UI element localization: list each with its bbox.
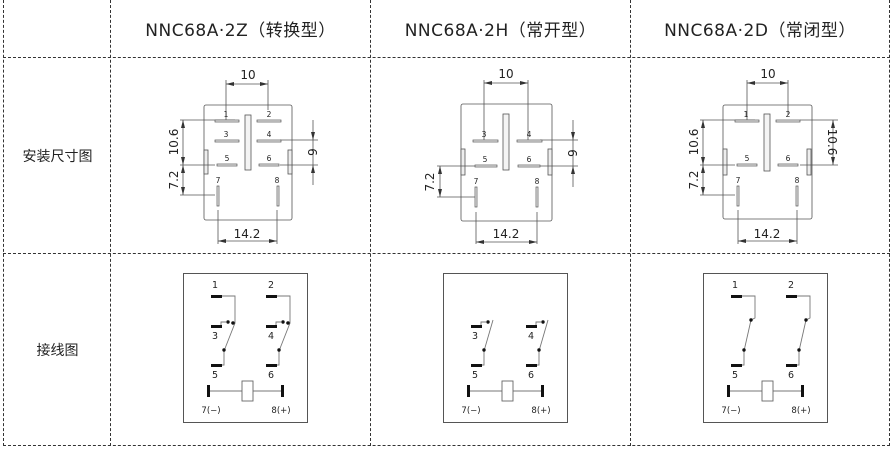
wiring-pin-label: 5 [212,370,218,381]
wiring-diagram-2z: 1 2 3 4 5 6 7(−) 8(+) [183,273,308,423]
dimension-diagram-2d: 1 2 5 6 7 8 10 14.2 10.6 7.2 10.6 [687,67,839,244]
table-divider-col2 [370,0,371,446]
dim-top: 10 [498,67,513,81]
wiring-pin-label: 6 [788,370,794,381]
wiring-pin-label: 1 [732,280,738,291]
row-label-mounting-dimensions: 安装尺寸图 [22,148,93,165]
dimension-diagram-2z: 1 2 3 4 5 6 7 8 10 14.2 10.6 7.2 6 [167,68,319,244]
pin-label: 5 [225,154,230,163]
pin-label: 5 [483,155,488,164]
dim-top: 10 [760,67,775,81]
pin-label: 1 [744,110,749,119]
coil-positive-label: 8(+) [271,406,290,416]
wiring-diagram-2h: 3 4 5 6 7(−) 8(+) [443,273,568,423]
column-header-2d: NNC68A·2D（常闭型） [664,21,856,41]
table-row-divider-2 [3,253,890,254]
coil-negative-label: 7(−) [721,406,740,416]
wiring-pin-label: 3 [472,331,478,342]
pin-label: 6 [267,154,272,163]
wiring-pin-label: 4 [528,331,534,342]
dim-top: 10 [240,68,255,82]
coil-positive-label: 8(+) [531,406,550,416]
dim-left-upper: 10.6 [167,129,181,156]
pin-label: 3 [482,130,487,139]
dimension-diagram-2h: 3 4 5 6 7 8 10 14.2 7.2 6 [423,67,579,244]
dim-left-lower: 7.2 [687,170,701,189]
wiring-pin-label: 2 [788,280,794,291]
wiring-diagram-2d: 1 2 5 6 7(−) 8(+) [703,273,828,423]
dim-right: 6 [305,148,319,156]
wiring-pin-label: 6 [528,370,534,381]
wiring-pin-label: 6 [268,370,274,381]
wiring-pin-label: 1 [212,280,218,291]
dim-left-lower: 7.2 [423,172,437,191]
dim-bottom: 14.2 [493,227,520,241]
table-border-right [889,0,890,446]
wiring-pin-label: 5 [732,370,738,381]
pin-label: 6 [786,154,791,163]
table-border-left [3,0,4,446]
pin-label: 4 [527,130,532,139]
pin-label: 2 [267,110,272,119]
pin-label: 8 [275,176,280,185]
pin-label: 7 [736,176,741,185]
pin-label: 7 [216,176,221,185]
wiring-pin-label: 4 [268,331,274,342]
table-border-bottom [3,445,890,446]
pin-label: 6 [527,155,532,164]
wiring-pin-label: 3 [212,331,218,342]
table-divider-col3 [630,0,631,446]
pin-label: 5 [745,154,750,163]
table-row-divider-1 [3,57,890,58]
pin-label: 3 [224,130,229,139]
dim-bottom: 14.2 [754,227,781,241]
pin-label: 4 [267,130,272,139]
pin-label: 8 [535,177,540,186]
pin-label: 7 [474,177,479,186]
relay-center-bar [244,114,252,171]
pin-label: 2 [786,110,791,119]
dim-left-upper: 10.6 [687,129,701,156]
column-header-2z: NNC68A·2Z（转换型） [145,21,336,41]
row-label-wiring-diagram: 接线图 [36,342,79,359]
column-header-2h: NNC68A·2H（常开型） [404,21,597,41]
pin-label: 8 [795,176,800,185]
coil-negative-label: 7(−) [201,406,220,416]
dim-bottom: 14.2 [234,227,261,241]
coil-negative-label: 7(−) [461,406,480,416]
dim-right: 6 [565,149,579,157]
wiring-pin-label: 2 [268,280,274,291]
coil-positive-label: 8(+) [791,406,810,416]
wiring-pin-label: 5 [472,370,478,381]
table-divider-col1 [110,0,111,446]
pin-label: 1 [224,110,229,119]
dim-left-lower: 7.2 [167,170,181,189]
dim-right: 10.6 [825,129,839,156]
